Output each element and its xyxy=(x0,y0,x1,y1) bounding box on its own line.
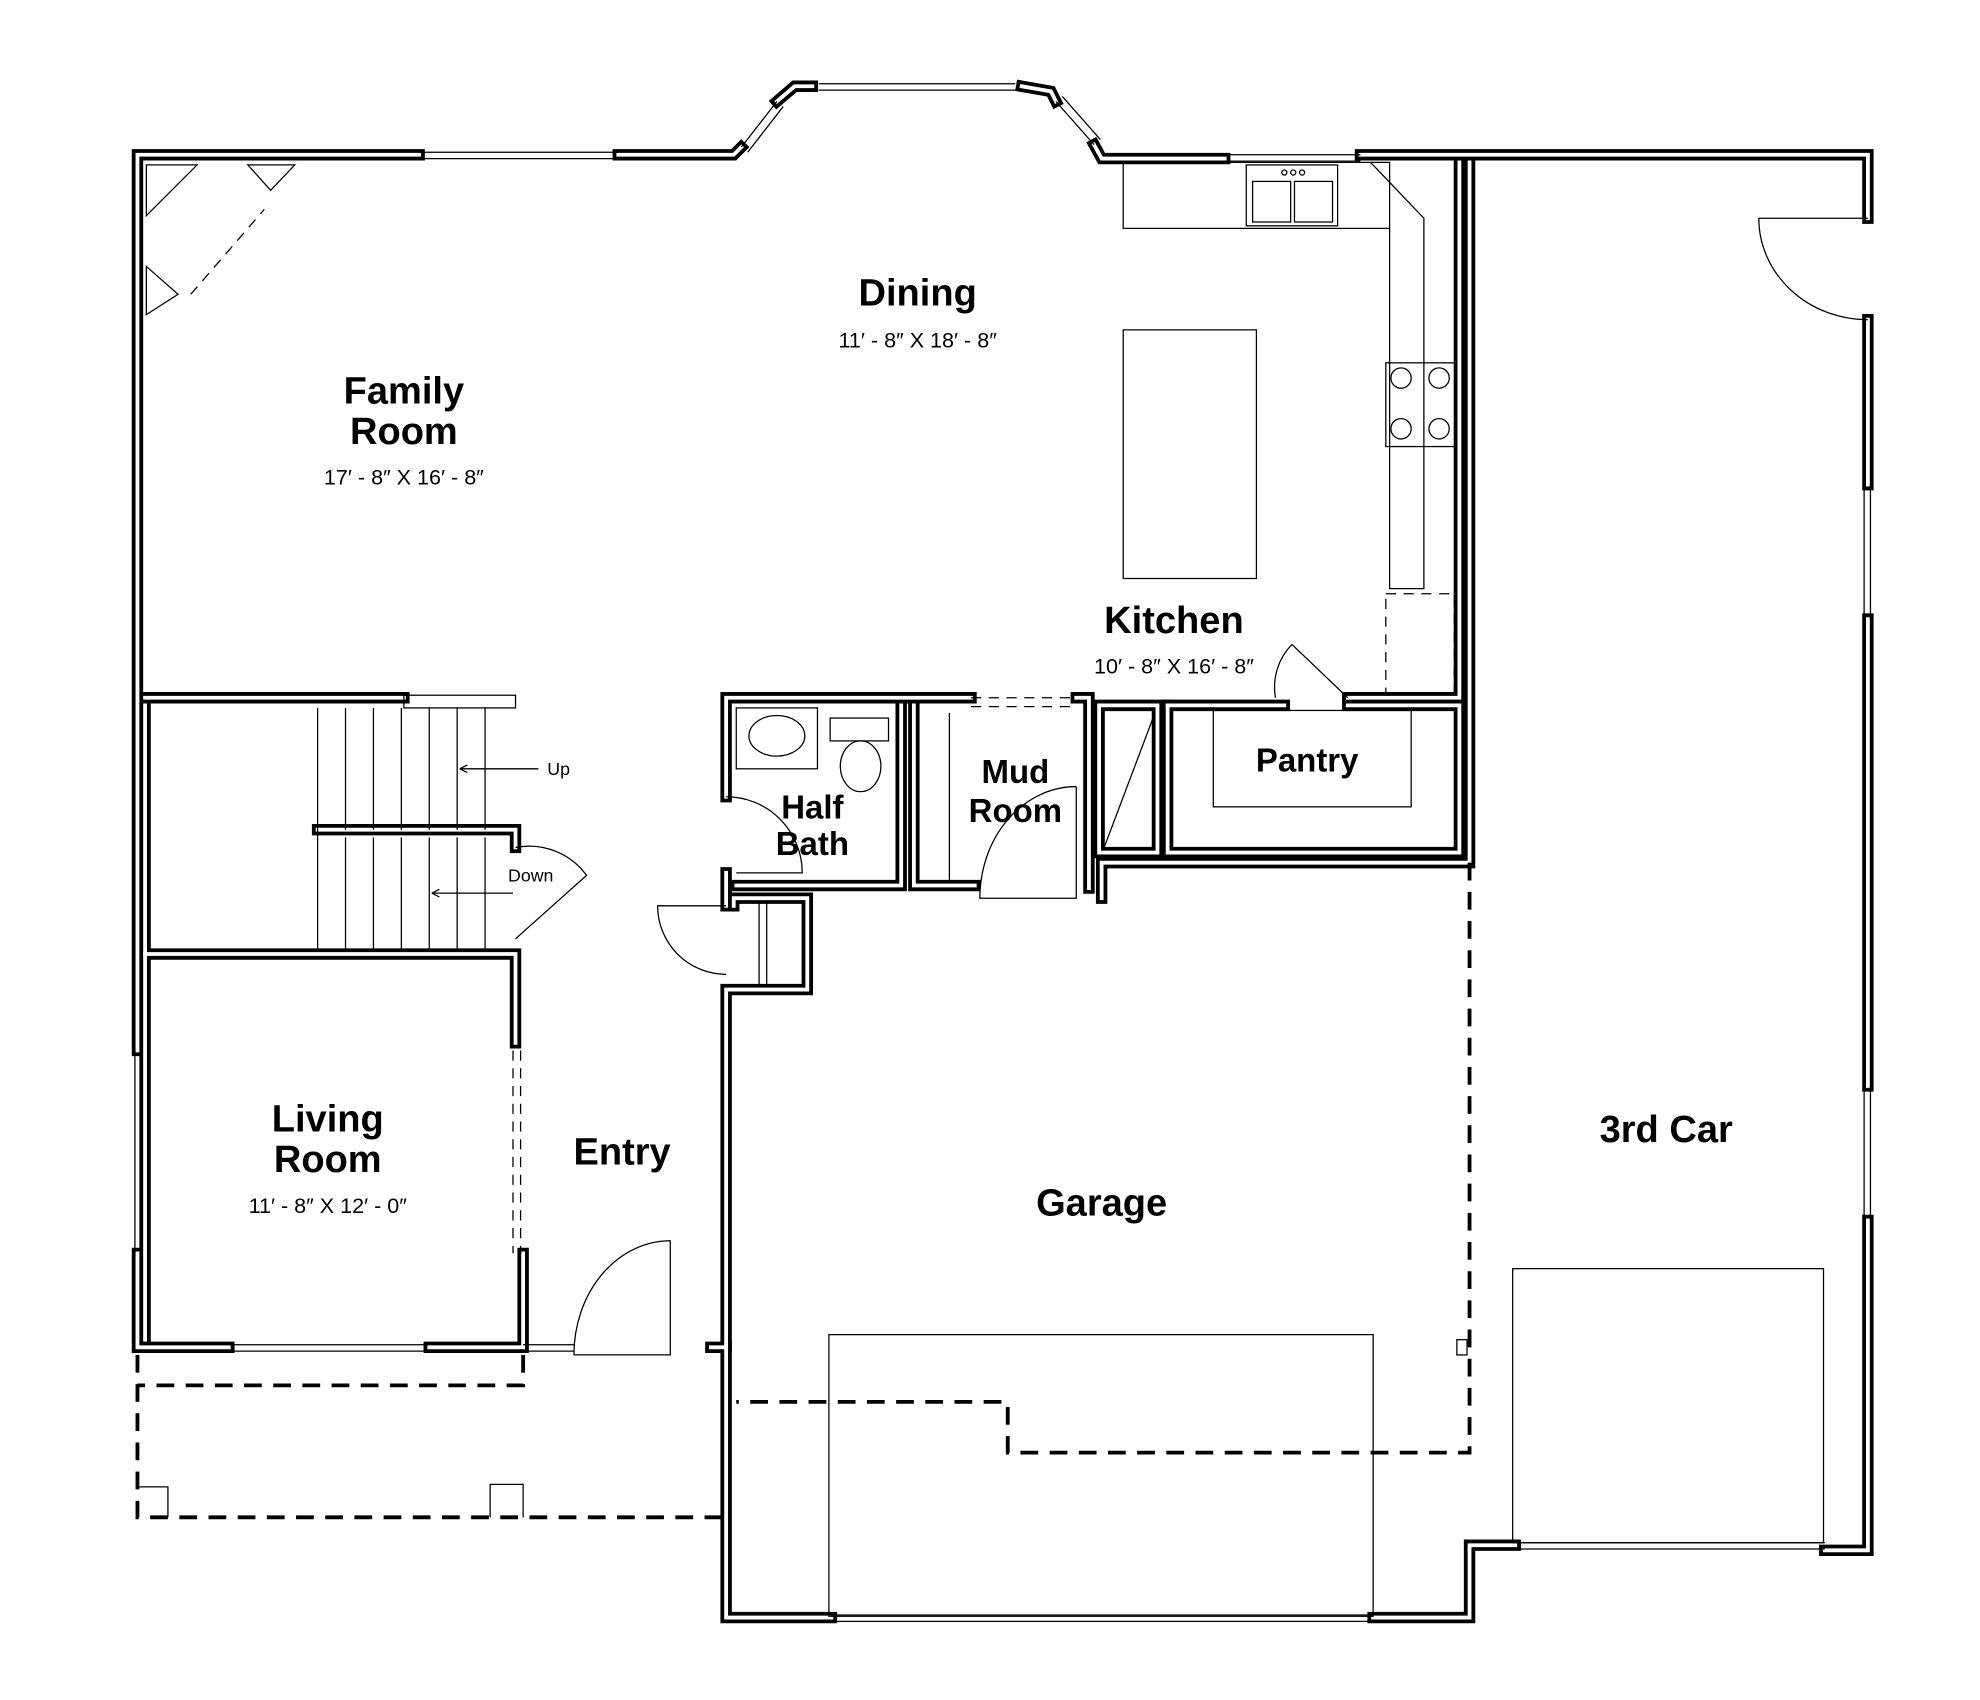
wall xyxy=(1342,156,1466,704)
wall-core xyxy=(427,1251,526,1350)
wall-core xyxy=(1091,142,1227,161)
living-room-label-2: Room xyxy=(274,1139,382,1181)
stairs-down-label: Down xyxy=(508,866,553,886)
wall-core xyxy=(1822,1218,1870,1553)
pantry-label: Pantry xyxy=(1256,741,1359,778)
mud-room-label-2: Room xyxy=(969,792,1062,829)
dining-label: Dining xyxy=(859,273,977,315)
walls xyxy=(131,79,1874,1624)
wall xyxy=(1161,699,1466,859)
living-room-label: Living xyxy=(272,1099,384,1141)
wall xyxy=(720,892,838,1624)
wall-core xyxy=(1074,695,1091,890)
wall-core xyxy=(1371,1543,1518,1620)
wall-core xyxy=(774,84,815,105)
wall-core xyxy=(1099,160,1472,901)
doors xyxy=(515,217,1868,1356)
entry-label: Entry xyxy=(573,1132,670,1174)
wall xyxy=(311,823,522,854)
wall-core xyxy=(135,152,422,1053)
wall xyxy=(139,948,522,1049)
wall xyxy=(720,692,977,803)
windows xyxy=(134,83,1872,1622)
mud-room-label: Mud xyxy=(981,753,1049,790)
family-room-label-2: Room xyxy=(350,411,458,453)
wall xyxy=(1354,149,1874,224)
wall-core xyxy=(911,703,977,888)
wall xyxy=(1093,699,1164,859)
wall-core xyxy=(724,695,973,799)
kitchen-label: Kitchen xyxy=(1104,600,1244,642)
wall xyxy=(908,699,981,892)
wall-core xyxy=(734,703,904,888)
half-bath-label-2: Bath xyxy=(776,825,849,862)
wall-core xyxy=(135,1251,231,1350)
wall xyxy=(423,1247,529,1354)
wall-core xyxy=(1165,703,1462,855)
fixtures xyxy=(145,161,1825,1617)
dashed-lines xyxy=(135,208,1472,1520)
wall xyxy=(1086,136,1231,165)
wall xyxy=(131,1247,235,1354)
wall-core xyxy=(315,827,518,850)
wall xyxy=(1819,1214,1874,1557)
dining-dims: 11′ - 8″ X 18′ - 8″ xyxy=(839,328,998,353)
stairs-up-label: Up xyxy=(547,759,570,779)
kitchen-dims: 10′ - 8″ X 16′ - 8″ xyxy=(1094,654,1254,679)
wall-core xyxy=(616,144,745,157)
wall xyxy=(1367,1539,1521,1624)
family-room-dims: 17′ - 8″ X 16′ - 8″ xyxy=(324,465,484,490)
wall-core xyxy=(1097,703,1160,855)
half-bath-label: Half xyxy=(781,788,844,825)
wall-core xyxy=(1019,84,1059,105)
wall-core xyxy=(143,952,518,1045)
wall-core xyxy=(1345,160,1462,700)
wall-core xyxy=(1358,152,1870,221)
wall xyxy=(131,149,425,1057)
third-car-label: 3rd Car xyxy=(1600,1109,1733,1151)
room-labels: Family Room 17′ - 8″ X 16′ - 8″ Dining 1… xyxy=(249,273,1733,1225)
living-room-dims: 11′ - 8″ X 12′ - 0″ xyxy=(249,1193,408,1218)
wall-core xyxy=(724,896,834,1620)
garage-label: Garage xyxy=(1036,1182,1167,1224)
family-room-label: Family xyxy=(344,370,465,412)
